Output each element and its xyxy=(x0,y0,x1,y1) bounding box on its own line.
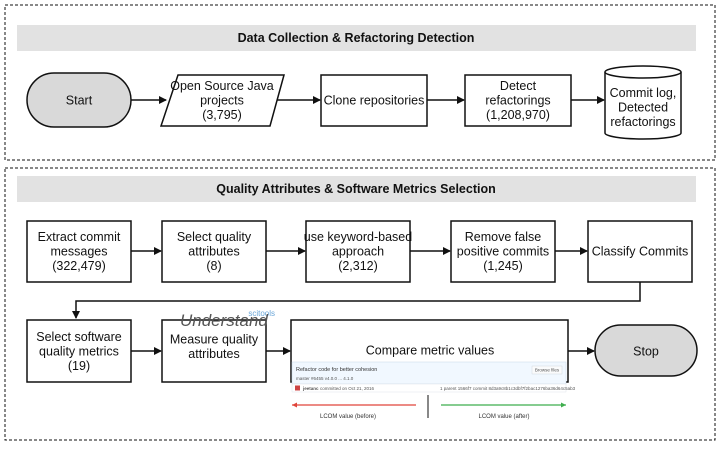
label-line: (2,312) xyxy=(338,259,378,273)
label-line: Compare metric values xyxy=(366,344,495,358)
label-line: Select quality xyxy=(177,230,252,244)
lcom-after-label: LCOM value (after) xyxy=(478,414,529,420)
label-line: (1,245) xyxy=(483,259,523,273)
label-line: Remove false xyxy=(465,230,541,244)
label-line: Select software xyxy=(36,330,122,344)
label-line: Commit log, xyxy=(610,86,677,100)
lcom-before-arrowhead xyxy=(292,402,297,408)
label-line: refactorings xyxy=(485,94,550,108)
label-line: Detected xyxy=(618,101,668,115)
node-clone-label: Clone repositories xyxy=(324,94,425,108)
node-remove xyxy=(450,220,556,283)
node-oss-projects xyxy=(159,74,285,127)
label-line: Open Source Java xyxy=(170,79,274,93)
avatar xyxy=(295,385,300,391)
node-commit-store xyxy=(604,65,682,140)
commit-snippet: Refactor code for better cohesion Browse… xyxy=(291,361,576,420)
label-line: attributes xyxy=(188,347,239,361)
label-line: (3,795) xyxy=(202,108,242,122)
commit-snippet-hash: 1 parent 1566f7 commit 8d3a9c8b1c3dbf7f2… xyxy=(440,386,576,391)
label-line: (8) xyxy=(206,259,221,273)
label-line: quality metrics xyxy=(39,345,119,359)
node-keyword xyxy=(305,220,411,283)
node-classify xyxy=(587,220,693,283)
node-stop xyxy=(594,324,698,377)
label-line: refactorings xyxy=(610,115,675,129)
label-line: projects xyxy=(200,94,244,108)
section-quality-title: Quality Attributes & Software Metrics Se… xyxy=(216,182,495,196)
lcom-before-label: LCOM value (before) xyxy=(320,414,376,420)
label-line: (322,479) xyxy=(52,259,106,273)
understand-logo-brand: scitools xyxy=(248,309,275,318)
label-line: (19) xyxy=(68,359,90,373)
label-line: messages xyxy=(51,245,108,259)
node-detect xyxy=(464,74,572,127)
commit-snippet-meta: master #6455 v4.0.0 ... 4.1.0 xyxy=(296,376,354,381)
understand-logo: scitools Understand xyxy=(180,309,275,330)
label-line: approach xyxy=(332,245,384,259)
label-line: Detect xyxy=(500,79,537,93)
lcom-after-arrowhead xyxy=(561,402,566,408)
label-line: Classify Commits xyxy=(592,245,689,259)
node-compare-label: Compare metric values xyxy=(366,344,495,358)
node-select-qa xyxy=(161,220,267,283)
label-line: Measure quality xyxy=(170,332,259,346)
section-data-collection xyxy=(4,4,716,161)
arrow-classify-selectmetrics xyxy=(72,282,641,319)
label-line: positive commits xyxy=(457,245,549,259)
node-classify-label: Classify Commits xyxy=(592,245,689,259)
label-line: use keyword-based xyxy=(304,230,412,244)
commit-snippet-browse: Browse files xyxy=(535,368,560,373)
node-stop-label: Stop xyxy=(633,345,659,359)
label-line: Stop xyxy=(633,345,659,359)
commit-snippet-author: jeetanc xyxy=(302,386,319,391)
section-quality xyxy=(4,167,716,441)
section-data-collection-title: Data Collection & Refactoring Detection xyxy=(238,31,475,45)
label-line: Start xyxy=(66,94,93,108)
label-line: attributes xyxy=(188,245,239,259)
section-quality-header xyxy=(17,176,696,202)
label-line: Extract commit xyxy=(38,230,121,244)
node-select-metrics xyxy=(26,319,132,383)
section-data-collection-header xyxy=(17,25,696,51)
label-line: Clone repositories xyxy=(324,94,425,108)
understand-logo-name: Understand xyxy=(180,311,268,330)
node-start-label: Start xyxy=(66,94,93,108)
commit-snippet-committed: committed on Oct 21, 2016 xyxy=(320,386,375,391)
commit-snippet-title: Refactor code for better cohesion xyxy=(296,367,377,373)
label-line: (1,208,970) xyxy=(486,108,550,122)
